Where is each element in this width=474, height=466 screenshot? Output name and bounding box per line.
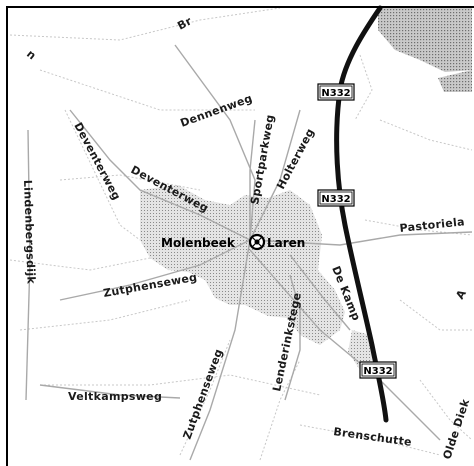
map-frame <box>6 6 474 466</box>
urban-area-laren <box>140 185 345 345</box>
road-deventerweg <box>69 109 251 241</box>
road-zutphenseweg <box>59 239 251 301</box>
street-label: Br <box>175 14 194 32</box>
road-lenderinkstege <box>284 274 301 401</box>
route-shield: N332 <box>317 83 355 101</box>
street-label-dennenweg: Dennenweg <box>179 92 255 130</box>
street-label-holterweg: Holterweg <box>274 126 317 191</box>
town-marker-icon[interactable] <box>248 233 266 251</box>
street-label-fragment: n <box>24 47 39 62</box>
minor-road <box>379 119 473 151</box>
svg-text:N332: N332 <box>363 366 392 377</box>
minor-road <box>354 54 373 121</box>
minor-road <box>19 299 191 331</box>
street-label-fragment: A <box>453 287 469 301</box>
minor-road <box>299 424 441 456</box>
road-n332 <box>334 5 389 423</box>
road-de-kamp <box>289 254 351 331</box>
road-lindenbergsdijk <box>25 129 31 401</box>
urban-area-east <box>348 330 372 370</box>
minor-road <box>9 257 151 271</box>
road-brenschutte <box>249 249 441 441</box>
street-label-veltkampsweg: Veltkampsweg <box>68 390 162 403</box>
place-label-molenbeek: Molenbeek <box>161 236 236 250</box>
minor-road <box>64 109 141 241</box>
minor-road <box>419 379 473 441</box>
minor-road <box>59 174 201 191</box>
street-label-zutphenseweg: Zutphenseweg <box>102 271 198 300</box>
route-shield: N332 <box>359 361 397 379</box>
svg-text:N332: N332 <box>321 88 350 99</box>
minor-road <box>40 374 321 396</box>
minor-road <box>9 7 281 41</box>
street-label-sportparkweg: Sportparkweg <box>248 113 277 205</box>
street-label-lindenbergsdijk: Lindenbergsdijk <box>21 180 38 285</box>
street-label-deventerweg: Deventerweg <box>71 120 123 202</box>
road-holterweg <box>249 109 301 241</box>
svg-text:N332: N332 <box>321 194 350 205</box>
road-north <box>174 44 256 241</box>
street-label-olde-diek: Olde Diek <box>440 397 472 461</box>
place-label-laren: Laren <box>267 236 305 250</box>
route-shield: N332 <box>317 189 355 207</box>
forest-area <box>378 8 472 72</box>
place-label-brenschutte: Brenschutte <box>333 425 413 449</box>
road-sportparkweg <box>249 119 256 240</box>
forest-area-small <box>438 70 472 92</box>
road-to-pastoriela <box>249 231 473 246</box>
minor-road <box>399 299 472 331</box>
road-veltkampsweg <box>39 384 181 399</box>
road-zutphenseweg-south <box>189 239 251 461</box>
